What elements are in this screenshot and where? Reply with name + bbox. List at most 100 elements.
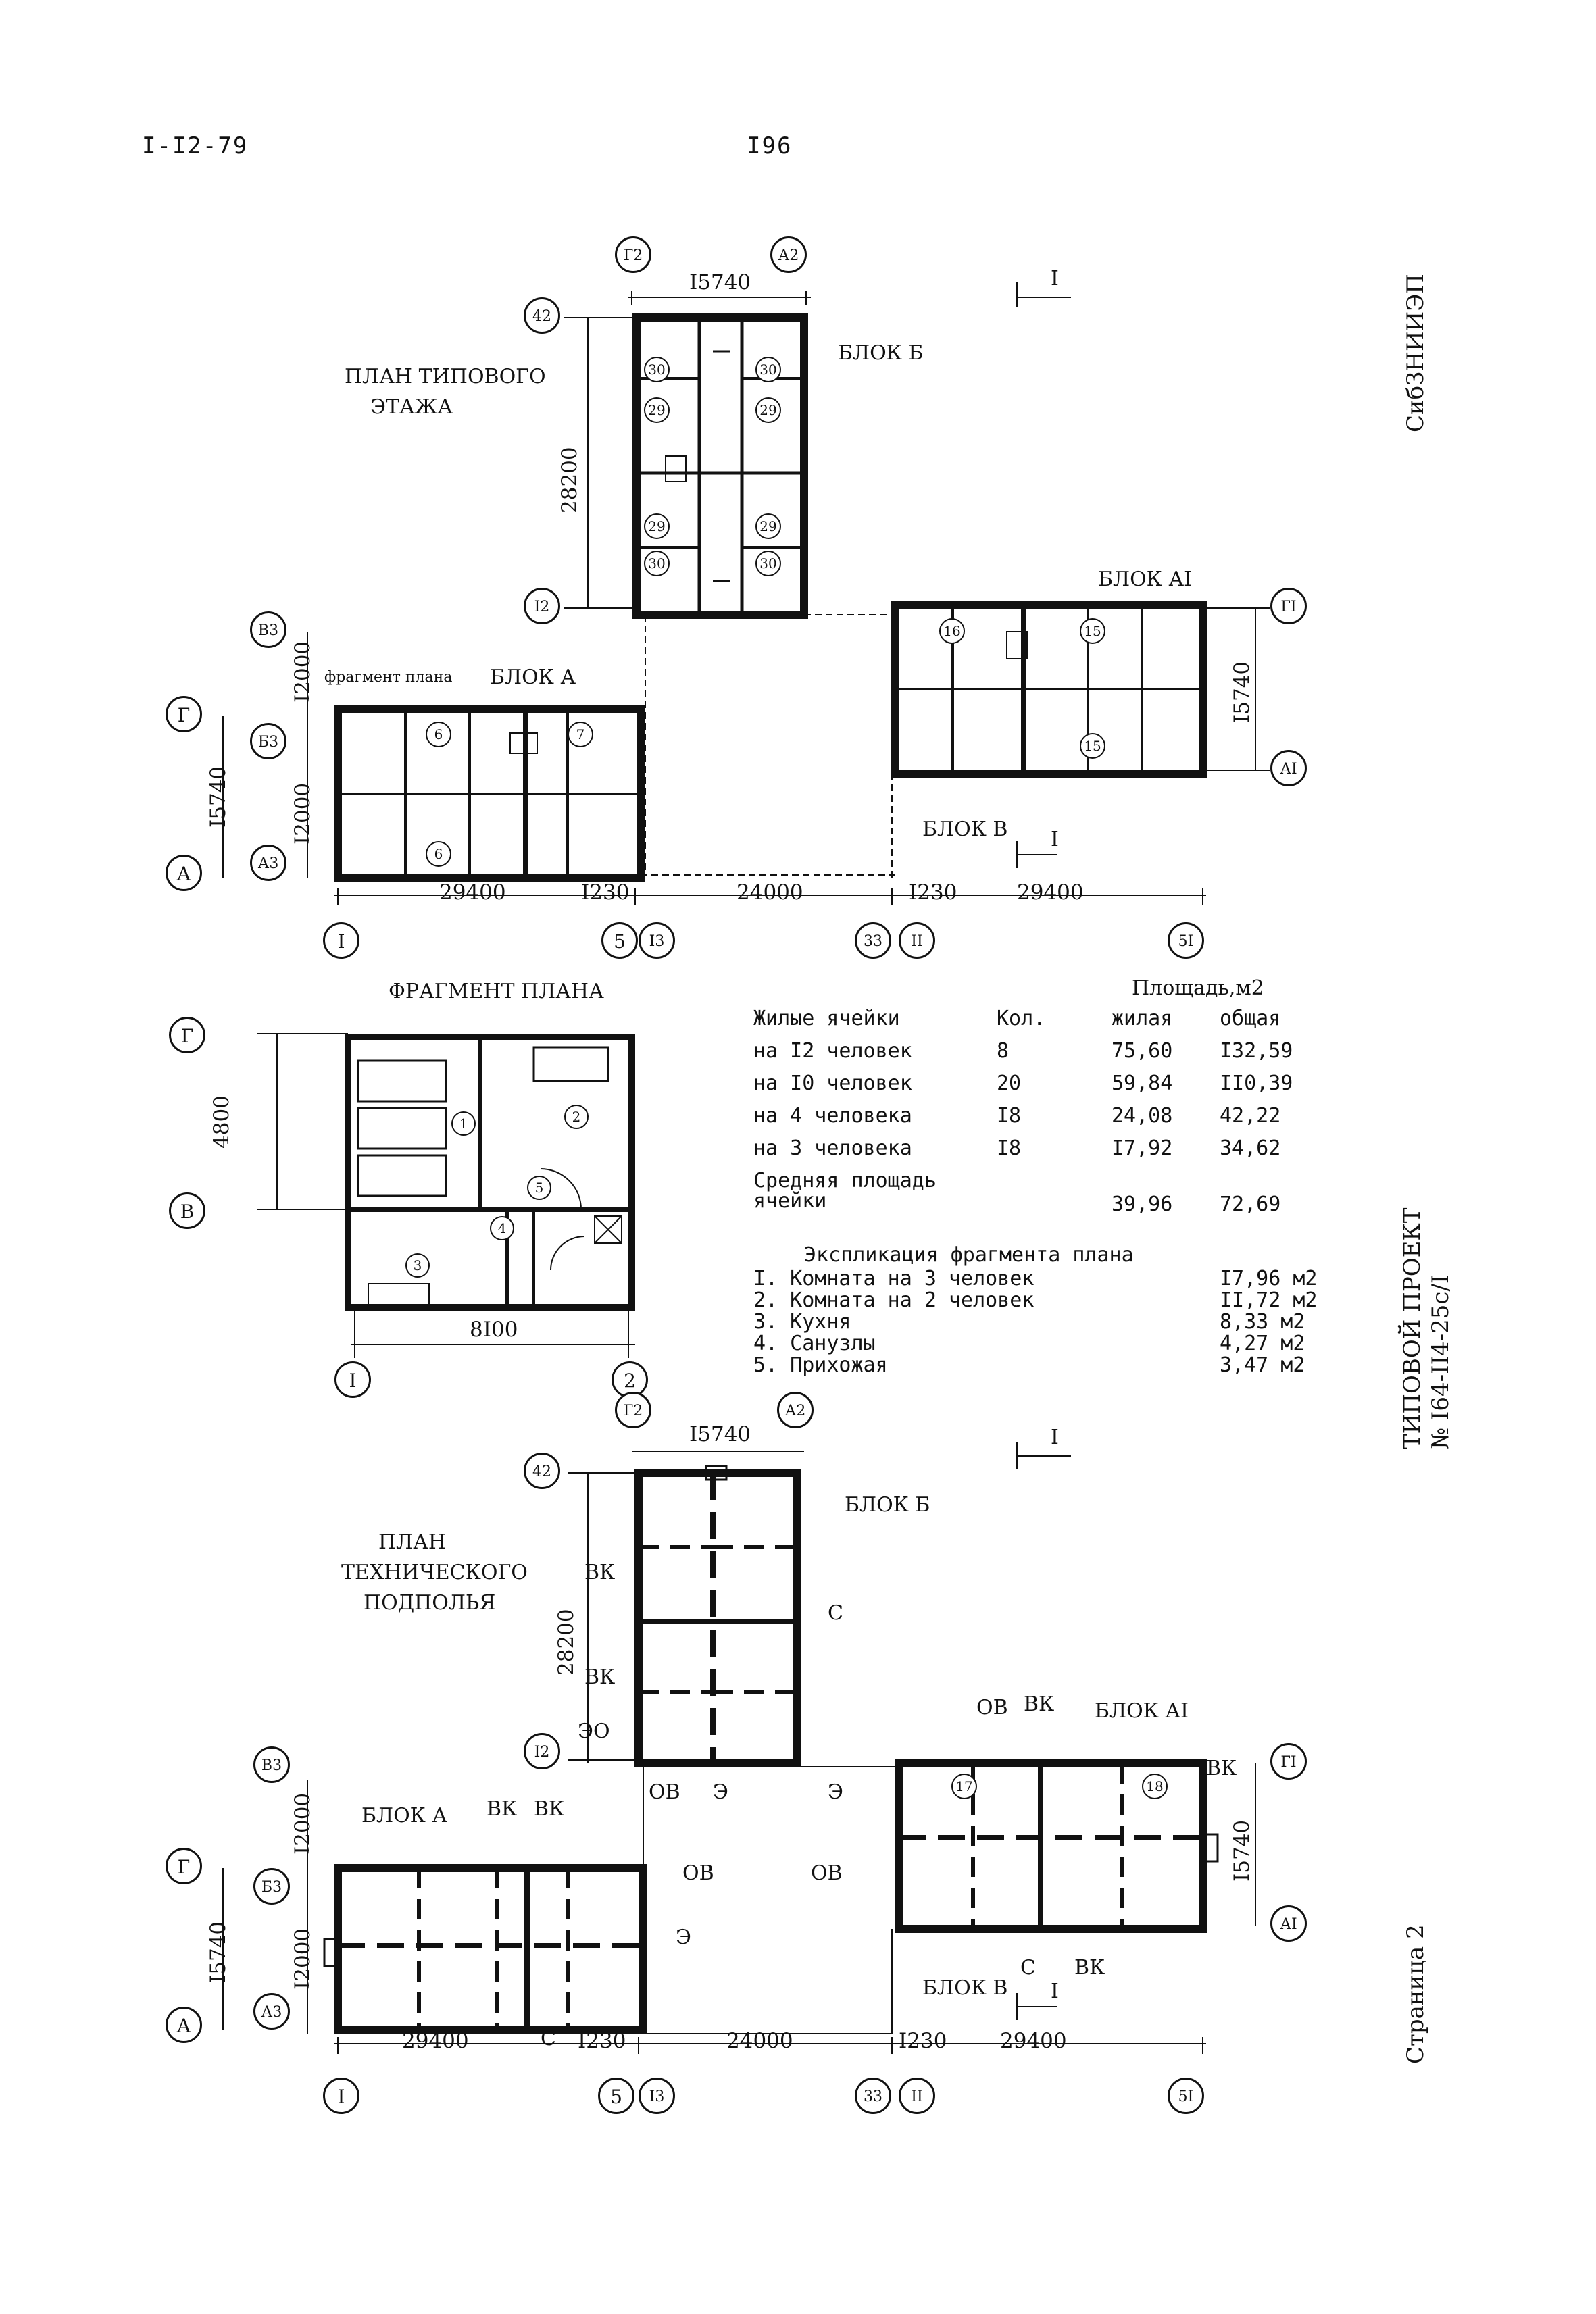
basement-dim-bottom-4: I230 — [899, 2029, 947, 2053]
utility-mark: ВК — [584, 1665, 616, 1689]
basement-axis-G: Г — [166, 1848, 202, 1884]
explication-title: Экспликация фрагмента плана — [804, 1243, 1134, 1267]
fragment-room-1: 1 — [451, 1111, 476, 1136]
fragment-room-5: 5 — [527, 1176, 551, 1200]
utility-mark: С — [828, 1601, 843, 1625]
basement-block-a — [323, 1864, 647, 2034]
typical-dim-bottom-3: 24000 — [737, 880, 803, 905]
typical-dim-a-outer: I5740 — [206, 765, 230, 828]
room-mark: 6 — [426, 841, 451, 867]
basement-block-b — [634, 1465, 801, 1767]
utility-mark: ОВ — [976, 1696, 1008, 1719]
basement-block-v-label: БЛОК В — [922, 1976, 1008, 2000]
basement-axis-GI: ГI — [1270, 1743, 1307, 1780]
room-mark: 16 — [939, 618, 965, 644]
utility-mark: ОВ — [811, 1861, 843, 1885]
cell-total: I32,59 — [1220, 1039, 1293, 1063]
axis-bubble-G2: Г2 — [615, 236, 651, 273]
explication-item-2: 2. Комната на 2 человек — [753, 1288, 1034, 1312]
axis-bubble-I2: I2 — [524, 588, 560, 624]
axis-bubble-GI: ГI — [1270, 588, 1307, 624]
typical-floor-block-a1-label: БЛОК АI — [1098, 568, 1192, 591]
cell-count: I8 — [997, 1136, 1022, 1160]
table-row: на 3 человека I8 I7,92 34,62 — [753, 1136, 1335, 1169]
utility-mark: ВК — [584, 1561, 616, 1584]
basement-axis-4-2: 42 — [524, 1453, 560, 1489]
axis-bubble-A2: А2 — [770, 236, 807, 273]
basement-section-mark-top: I — [1051, 1426, 1059, 1449]
areas-table: Жилые ячейки Кол. жилая общая на I2 чело… — [753, 1007, 1335, 1169]
axis-bubble-4-2: 42 — [524, 297, 560, 334]
typical-dim-a1-height: I5740 — [1230, 661, 1254, 723]
typical-dim-a-upper: I2000 — [291, 640, 315, 703]
cell-total: II0,39 — [1220, 1072, 1293, 1095]
room-mark: 29 — [644, 513, 670, 539]
basement-axis-5I: 5I — [1168, 2078, 1204, 2114]
cell-total: 42,22 — [1220, 1104, 1281, 1128]
basement-axis-A: А — [166, 2007, 202, 2043]
average-label-line1: Средняя площадь — [753, 1169, 937, 1192]
basement-room-mark: 18 — [1142, 1774, 1168, 1799]
typical-floor-block-b-label: БЛОК Б — [838, 341, 924, 365]
basement-axis-I3: I3 — [639, 2078, 675, 2114]
basement-dimension-lines — [222, 1442, 1256, 2054]
utility-mark: Э — [828, 1780, 843, 1804]
typical-floor-title-line1: ПЛАН ТИПОВОГО — [345, 365, 546, 388]
basement-dim-a-upper: I2000 — [291, 1792, 315, 1855]
utility-mark: С — [541, 2027, 556, 2051]
fragment-axis-1: I — [334, 1361, 371, 1398]
basement-axis-V3: В3 — [253, 1746, 290, 1783]
basement-axis-G2: Г2 — [615, 1392, 651, 1428]
room-mark: 29 — [755, 397, 781, 423]
header-cell: общая — [1220, 1007, 1281, 1030]
areas-grid: Жилые ячейки Кол. жилая общая на I2 чело… — [753, 1007, 1335, 1169]
basement-dim-a1-height: I5740 — [1230, 1819, 1254, 1882]
cell-type: на 4 человека — [753, 1104, 912, 1128]
table-row: на I2 человек 8 75,60 I32,59 — [753, 1039, 1335, 1072]
typical-dim-a-lower: I2000 — [291, 782, 315, 845]
utility-mark: Э — [713, 1780, 728, 1804]
typical-floor-block-a — [334, 705, 645, 882]
axis-bubble-1: I — [323, 922, 359, 959]
room-mark: 29 — [755, 513, 781, 539]
cell-count: 20 — [997, 1072, 1022, 1095]
utility-mark: ОВ — [649, 1780, 680, 1804]
utility-mark: ВК — [1024, 1692, 1055, 1716]
utility-mark: ОВ — [682, 1861, 714, 1885]
typical-dim-bottom-2: I230 — [581, 880, 630, 905]
header-cell: жилая — [1112, 1007, 1173, 1030]
explication-item-4: 4. Санузлы — [753, 1332, 876, 1355]
typical-dim-bottom-4: I230 — [909, 880, 957, 905]
table-row: на I0 человек 20 59,84 II0,39 — [753, 1072, 1335, 1104]
room-mark: 30 — [755, 357, 781, 382]
typical-section-mark-top: I — [1051, 267, 1059, 291]
room-mark: 15 — [1080, 618, 1105, 644]
basement-axis-5: 5 — [598, 2078, 634, 2114]
typical-floor-title-line2: ЭТАЖА — [370, 395, 453, 419]
axis-bubble-II: II — [899, 922, 935, 959]
explication-item-3-area: 8,33 м2 — [1220, 1310, 1305, 1334]
basement-dim-block-b-height: 28200 — [554, 1609, 578, 1676]
header-cell: Жилые ячейки — [753, 1007, 900, 1030]
utility-mark: ВК — [534, 1797, 565, 1821]
room-mark: 29 — [644, 397, 670, 423]
explication-item-5: 5. Прихожая — [753, 1353, 888, 1377]
cell-living: I7,92 — [1112, 1136, 1173, 1160]
room-mark: 30 — [644, 551, 670, 576]
basement-block-a-label: БЛОК А — [361, 1804, 448, 1828]
basement-axis-B3: Б3 — [253, 1868, 290, 1905]
cell-type: на 3 человека — [753, 1136, 912, 1160]
room-mark: 6 — [426, 722, 451, 747]
basement-axis-A3: А3 — [253, 1993, 290, 2030]
axis-bubble-G: Г — [166, 696, 202, 732]
explication-item-5-area: 3,47 м2 — [1220, 1353, 1305, 1377]
basement-title-line3: ПОДПОЛЬЯ — [364, 1591, 496, 1615]
basement-dim-bottom-5: 29400 — [1000, 2029, 1067, 2053]
fragment-axis-G: Г — [169, 1017, 205, 1053]
axis-bubble-AI: АI — [1270, 750, 1307, 786]
axis-bubble-5: 5 — [601, 922, 638, 959]
document-code: I-I2-79 — [142, 132, 249, 159]
basement-dim-bottom-3: 24000 — [726, 2029, 793, 2053]
basement-axis-I2: I2 — [524, 1733, 560, 1769]
